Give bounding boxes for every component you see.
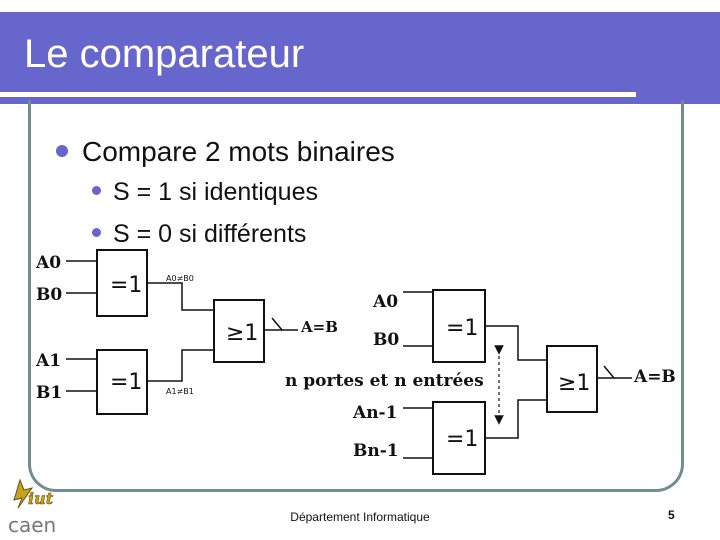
xnor-gate-2 [96,349,148,415]
left-input-b0: B0 [36,285,62,305]
signal-a1-ne-b1: A1≠B1 [166,387,194,396]
logo-word-iut: iut [28,489,54,508]
bullet-main: Compare 2 mots binaires [56,136,395,168]
xnor-gate-last-label: =1 [446,427,478,452]
left-output-label: A=B [300,318,338,336]
title-bar [0,12,720,104]
xnor-gate-first-label: =1 [446,316,478,341]
right-input-bn-1: Bn-1 [353,441,399,461]
xnor-gate-last [432,401,486,475]
iut-caen-logo: iut caen [8,478,56,536]
content-frame [28,100,684,492]
xnor-gate-1 [96,249,148,317]
xnor-gate-2-label: =1 [110,370,142,395]
right-comparator: A0 B0 An-1 Bn-1 =1 =1 n portes et n entr… [285,289,676,475]
right-output-label: A=B [633,367,676,387]
left-input-a1: A1 [35,351,61,371]
bullet-dot-icon [92,227,101,237]
slide-title: Le comparateur [24,32,305,76]
logo-word-caen: caen [8,513,56,536]
footer-text: Département Informatique [290,510,430,524]
bullet-dot-icon [56,144,68,157]
inverter-mark [271,317,283,331]
title-underline [0,92,636,97]
page-number: 5 [668,508,675,522]
bullet-main-text: Compare 2 mots binaires [82,136,395,167]
xnor-gate-first [432,289,486,363]
bullet-sub-1-text: S = 1 si identiques [113,178,318,206]
left-input-b1: B1 [36,383,62,403]
or-gate-right-label: ≥1 [558,371,590,396]
bullet-dot-icon [92,185,101,195]
bullet-sub-1: S = 1 si identiques [92,178,318,207]
right-input-a0: A0 [372,292,398,312]
left-input-a0: A0 [35,253,61,273]
bullet-sub-2: S = 0 si différents [92,220,306,249]
bullet-sub-2-text: S = 0 si différents [113,220,307,248]
right-input-b0: B0 [373,330,399,350]
inverter-mark [603,365,615,379]
or-gate-left-label: ≥1 [226,321,258,346]
right-input-an-1: An-1 [352,403,397,423]
middle-caption: n portes et n entrées [285,371,484,391]
left-comparator: A0 B0 A1 B1 =1 =1 A0≠B0 A1≠B1 ≥1 A=B [35,249,338,415]
or-gate-right [546,345,598,413]
signal-a0-ne-b0: A0≠B0 [166,274,194,283]
or-gate-left [213,299,265,363]
xnor-gate-1-label: =1 [110,273,142,298]
